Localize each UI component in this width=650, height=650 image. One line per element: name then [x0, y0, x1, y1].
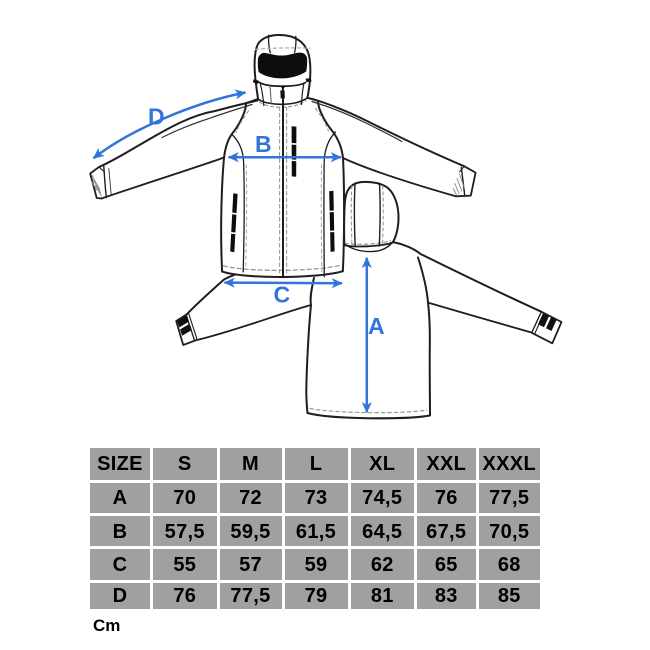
- svg-text:C: C: [274, 282, 291, 308]
- svg-text:A: A: [368, 313, 385, 339]
- svg-text:D: D: [148, 104, 165, 130]
- svg-text:B: B: [255, 131, 272, 157]
